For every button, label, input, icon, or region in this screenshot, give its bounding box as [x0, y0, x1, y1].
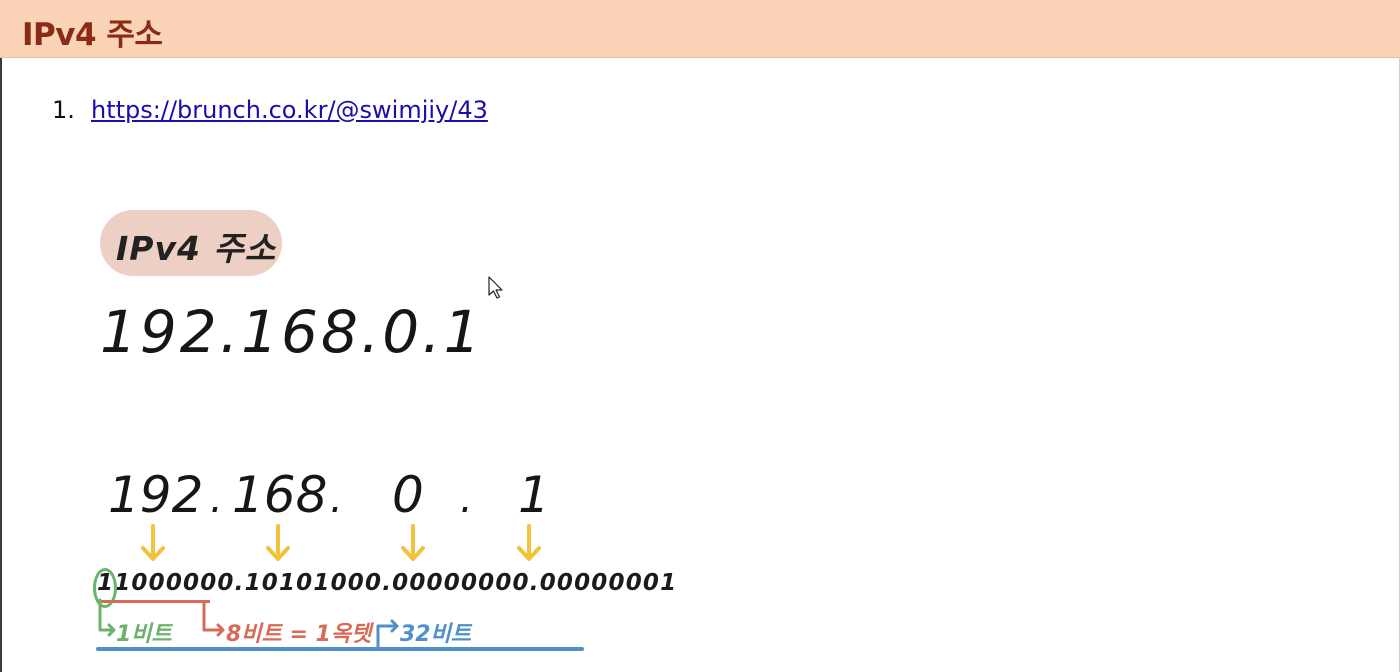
- down-arrow-icon: [401, 524, 425, 561]
- octet-3: 0: [392, 466, 424, 524]
- bent-arrow-icon: [202, 600, 225, 637]
- section-header: IPv4 주소: [0, 0, 1400, 58]
- octet-4: 1: [518, 466, 550, 524]
- mouse-pointer-icon: [488, 276, 503, 299]
- bent-arrow-icon: [98, 598, 116, 637]
- binary-representation: 11000000.10101000.00000000.00000001: [97, 570, 678, 596]
- octet-label: 8비트 = 1옥텟: [226, 622, 372, 647]
- down-arrow-icon: [141, 524, 165, 561]
- one-bit-label: 1비트: [116, 622, 172, 647]
- ip-address-example: 192.168.0.1: [100, 298, 484, 366]
- page-title: IPv4 주소: [22, 17, 163, 53]
- up-right-arrow-icon: [376, 619, 399, 650]
- window-left-border: [0, 0, 2, 672]
- octet-2: 168: [232, 466, 328, 524]
- total-bits-label: 32비트: [400, 622, 472, 647]
- down-arrow-icon: [266, 524, 290, 561]
- octet-1: 192: [108, 466, 204, 524]
- first-bit-highlight: [93, 568, 117, 608]
- reference-link[interactable]: https://brunch.co.kr/@swimjiy/43: [91, 96, 488, 124]
- ipv4-illustration: IPv4 주소 192.168.0.1 192 . 168 . 0 . 1 11…: [60, 190, 676, 672]
- octet-separator-3: .: [460, 476, 473, 522]
- down-arrow-icon: [517, 524, 541, 561]
- octet-underline: [100, 600, 210, 603]
- ipv4-badge: IPv4 주소: [100, 210, 282, 276]
- address-underline: [96, 647, 584, 651]
- ipv4-badge-label: IPv4 주소: [116, 229, 277, 268]
- octet-separator-2: .: [330, 476, 343, 522]
- octet-separator-1: .: [210, 476, 223, 522]
- list-item-number: 1.: [52, 96, 75, 124]
